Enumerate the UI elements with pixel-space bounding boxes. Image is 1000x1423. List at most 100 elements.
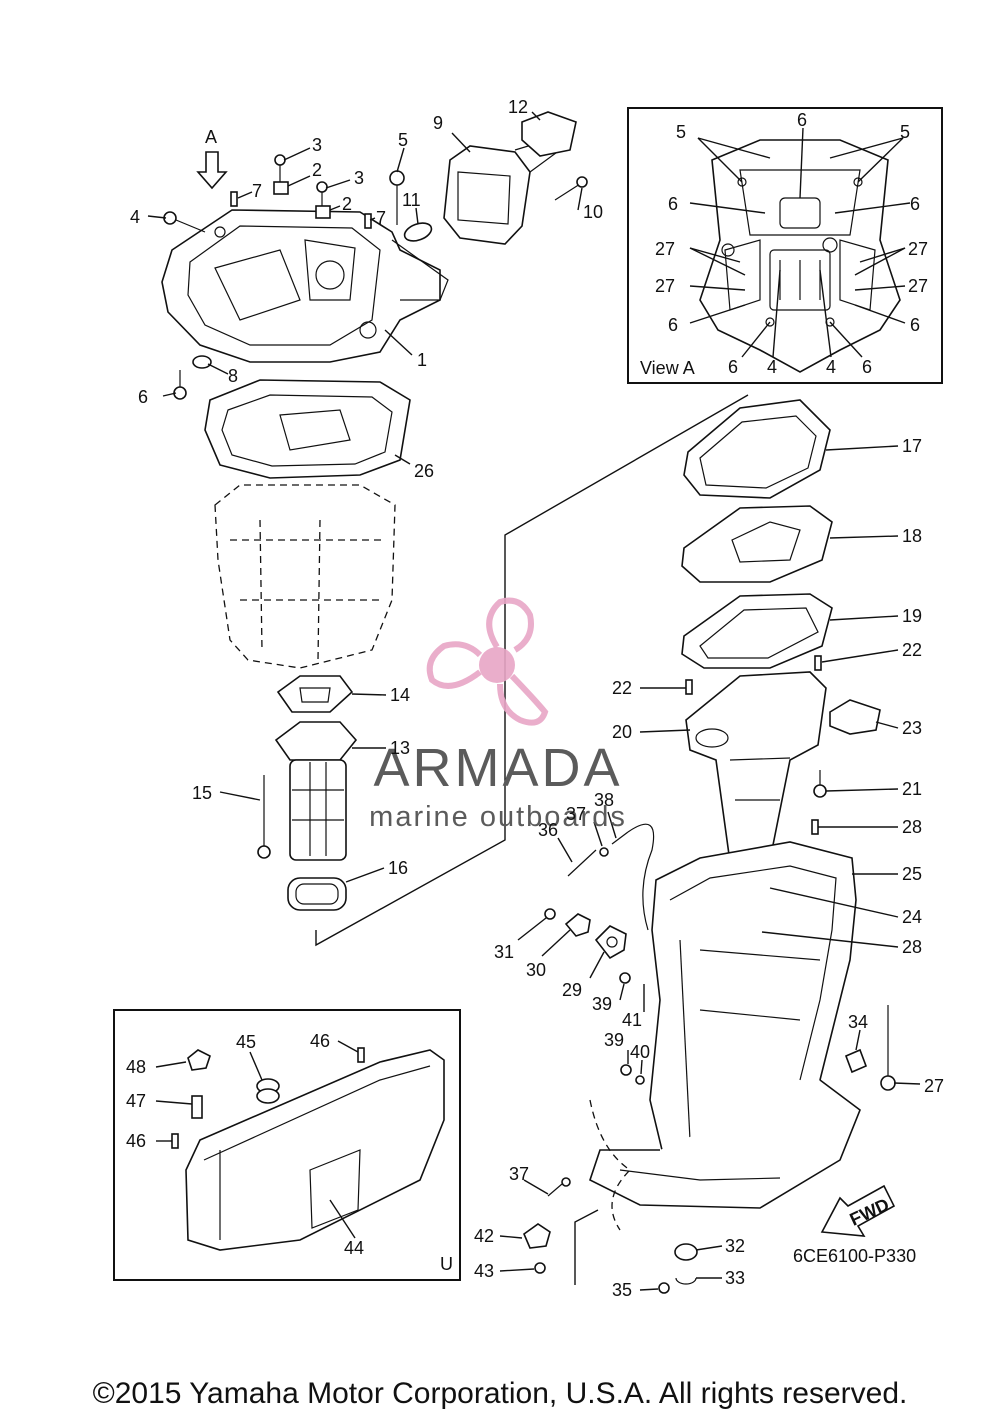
view-a-leader-lines: [689, 127, 911, 358]
copyright-notice: ©2015 Yamaha Motor Corporation, U.S.A. A…: [92, 1377, 908, 1410]
dowel-pin-22b: [685, 679, 693, 695]
callout-25: 25: [902, 864, 922, 884]
gasket-17: [683, 399, 831, 499]
bracket-2a: [273, 181, 289, 195]
bracket-line-42: [574, 1209, 599, 1285]
callout-47: 47: [126, 1091, 146, 1111]
callout-11: 11: [402, 190, 421, 210]
view-a-callout-27: 27: [908, 239, 928, 259]
callout-41: 41: [622, 1010, 642, 1030]
upper-casing-25: [589, 841, 861, 1209]
drawing-code: 6CE6100-P330: [793, 1246, 916, 1266]
callout-19: 19: [902, 606, 922, 626]
callout-42: 42: [474, 1226, 494, 1246]
callout-15: 15: [192, 783, 212, 803]
callout-10: 10: [583, 202, 603, 222]
view-a-callout-27: 27: [908, 276, 928, 296]
callout-3: 3: [354, 168, 364, 188]
callout-36: 36: [538, 820, 558, 840]
callout-24: 24: [902, 907, 922, 927]
callout-39: 39: [592, 994, 612, 1014]
gasket-18: [681, 505, 833, 583]
bracket-42: [523, 1223, 551, 1249]
oring-seal: [403, 222, 433, 242]
callout-31: 31: [494, 942, 514, 962]
oil-strainer-13: [274, 721, 358, 861]
pin-46a: [357, 1047, 365, 1063]
callout-4: 4: [130, 207, 140, 227]
callout-22: 22: [612, 678, 632, 698]
callout-16: 16: [388, 858, 408, 878]
callout-33: 33: [725, 1268, 745, 1288]
dowel-pin-7a: [230, 191, 238, 207]
callout-45: 45: [236, 1032, 256, 1052]
callout-28: 28: [902, 937, 922, 957]
fwd-arrow-icon: [820, 1184, 896, 1237]
callout-1: 1: [417, 350, 427, 370]
callout-46: 46: [310, 1031, 330, 1051]
callout-14: 14: [390, 685, 410, 705]
view-a-casting-drawing: [699, 139, 901, 373]
callout-6: 6: [138, 387, 148, 407]
seal-23: [829, 699, 881, 735]
view-a-callout-6: 6: [668, 315, 678, 335]
view-a-callout-5: 5: [900, 122, 910, 142]
callout-37: 37: [509, 1164, 529, 1184]
bolt-15: [257, 775, 271, 859]
callout-13: 13: [390, 738, 410, 758]
screw-39a: [619, 972, 631, 984]
callout-7: 7: [252, 181, 262, 201]
callout-46: 46: [126, 1131, 146, 1151]
dowel-pin-7b: [364, 213, 372, 229]
view-a-callout-6: 6: [668, 194, 678, 214]
bracket-2b: [315, 205, 331, 219]
hose-routing: [589, 1099, 632, 1231]
callout-40: 40: [630, 1042, 650, 1062]
bolt-6: [173, 370, 187, 400]
callout-21: 21: [902, 779, 922, 799]
dowel-pin-22a: [814, 655, 822, 671]
armada-logo: [426, 597, 549, 726]
view-a-callout-4: 4: [826, 357, 836, 377]
callout-7: 7: [376, 208, 386, 228]
callout-34: 34: [848, 1012, 868, 1032]
gasket-26: [204, 379, 411, 479]
view-a-label: View A: [640, 358, 695, 378]
callout-18: 18: [902, 526, 922, 546]
seal-16: [287, 877, 347, 911]
gasket-14: [276, 675, 354, 713]
oil-pan: [214, 484, 396, 669]
callout-48: 48: [126, 1057, 146, 1077]
callout-labels: 1 2 2 3 3 4 5 6 7 7 8 9 10 11 12 13 14 1…: [126, 97, 944, 1300]
logo-blade-top: [486, 597, 534, 653]
callout-26: 26: [414, 461, 434, 481]
dowel-pin-28a: [811, 819, 819, 835]
view-a-callout-6: 6: [910, 315, 920, 335]
pin-46b: [171, 1133, 179, 1149]
callout-38: 38: [594, 790, 614, 810]
callout-29: 29: [562, 980, 582, 1000]
bolt-21: [813, 770, 827, 798]
callout-2: 2: [312, 160, 322, 180]
inset-u-label: U: [440, 1254, 453, 1274]
view-a-arrow-label: A: [205, 127, 217, 147]
bracket-48: [187, 1049, 211, 1071]
grommet-32: [674, 1243, 698, 1261]
screw-10: [554, 176, 588, 201]
callout-17: 17: [902, 436, 922, 456]
callout-27: 27: [924, 1076, 944, 1096]
fitting-47: [191, 1095, 203, 1119]
screw-43: [534, 1262, 546, 1274]
grommet-8: [192, 355, 212, 369]
callout-9: 9: [433, 113, 443, 133]
view-a-callout-6: 6: [797, 110, 807, 130]
callout-43: 43: [474, 1261, 494, 1281]
logo-blade-left: [426, 641, 483, 689]
view-a-callout-27: 27: [655, 239, 675, 259]
view-a-arrow-icon: [196, 151, 228, 190]
bolt-5: [389, 170, 405, 225]
circlip-33: [675, 1277, 697, 1285]
watermark-brand: ARMADA: [373, 738, 622, 798]
assembly-bracket-lines: [315, 394, 749, 947]
